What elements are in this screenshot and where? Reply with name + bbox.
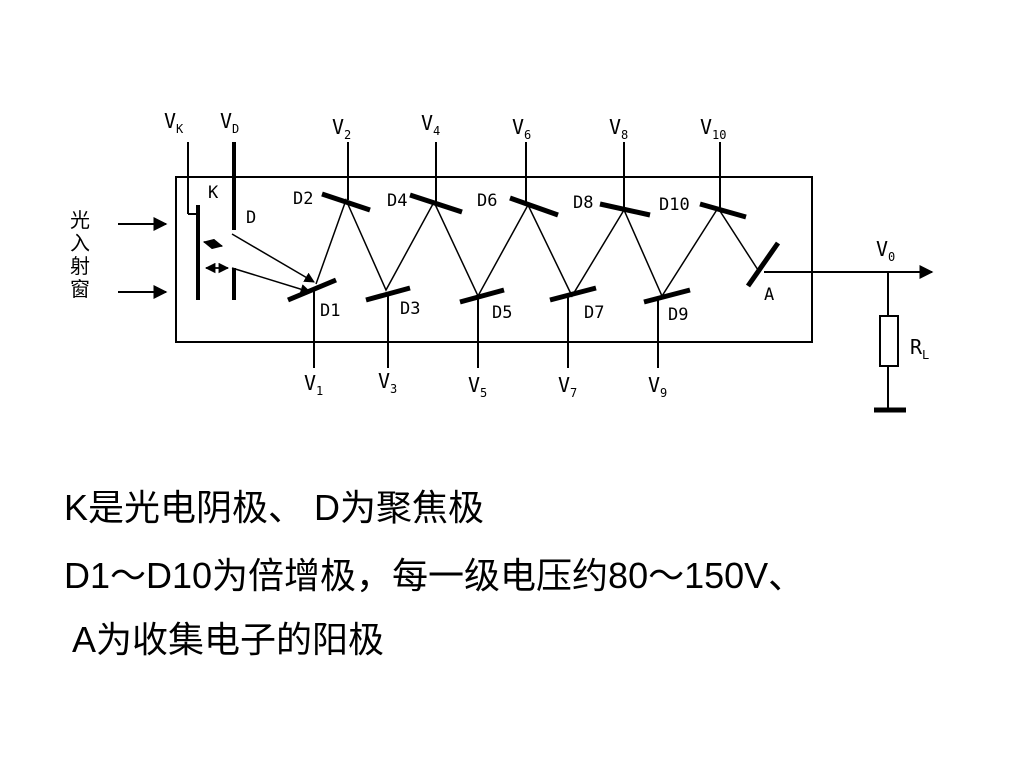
dynodes [287, 191, 781, 305]
terminal-v8: V8 [609, 115, 628, 142]
dynode-label-d1: D1 [320, 301, 340, 321]
terminal-vk: VK [164, 109, 184, 136]
dynode-label-d4: D4 [387, 191, 407, 211]
caption-line-2: D1～D10为倍增极，每一级电压约80～150V、 [64, 555, 805, 596]
terminal-vd: VD [220, 109, 239, 136]
terminal-v10: V10 [700, 115, 727, 142]
cathode-label: K [208, 183, 219, 203]
terminal-v2: V2 [332, 115, 351, 142]
dynode-d5 [459, 287, 505, 305]
input-label-char: 窗 [70, 277, 90, 301]
terminal-v4: V4 [421, 111, 440, 138]
electron-cascade-path [315, 197, 759, 298]
terminal-v9: V9 [648, 373, 667, 400]
terminal-v6: V6 [512, 115, 531, 142]
dynode-label-d8: D8 [573, 193, 593, 213]
input-label-char: 入 [70, 231, 90, 255]
terminal-v1: V1 [304, 371, 323, 398]
tube-envelope [175, 176, 813, 343]
dynode-label-d3: D3 [400, 299, 420, 319]
terminal-rl: RL [910, 335, 929, 362]
light-input-window-label: 光 入 射 窗 [70, 208, 90, 301]
anode-a [745, 241, 781, 288]
bottom-leads [313, 290, 659, 368]
dynode-d1 [287, 277, 337, 303]
terminal-v5: V5 [468, 373, 487, 400]
dynode-label-d10: D10 [659, 195, 690, 215]
dynode-label-d9: D9 [668, 305, 688, 325]
dynode-label-d5: D5 [492, 303, 512, 323]
dynode-label-d6: D6 [477, 191, 497, 211]
caption-line-1: K是光电阴极、 D为聚焦极 [64, 487, 485, 528]
terminal-v7: V7 [558, 373, 577, 400]
anode-label: A [764, 285, 774, 305]
focus-electrode-label: D [246, 208, 256, 228]
caption-line-3: A为收集电子的阳极 [72, 619, 385, 660]
cathode-k [187, 142, 200, 300]
top-leads [347, 142, 721, 210]
dynode-label-d2: D2 [293, 189, 313, 209]
dynode-d9 [643, 287, 691, 305]
dynode-d10 [699, 201, 747, 220]
dynode-label-d7: D7 [584, 303, 604, 323]
photoelectron-paths [202, 233, 315, 295]
load-resistor [879, 315, 899, 367]
terminal-v0: V0 [876, 237, 895, 264]
dynode-d4 [409, 192, 463, 215]
photomultiplier-diagram: 光 入 射 窗 K D [70, 109, 934, 413]
input-label-char: 光 [70, 208, 90, 232]
input-label-char: 射 [70, 254, 90, 278]
terminal-v3: V3 [378, 369, 397, 396]
dynode-d6 [509, 195, 559, 218]
